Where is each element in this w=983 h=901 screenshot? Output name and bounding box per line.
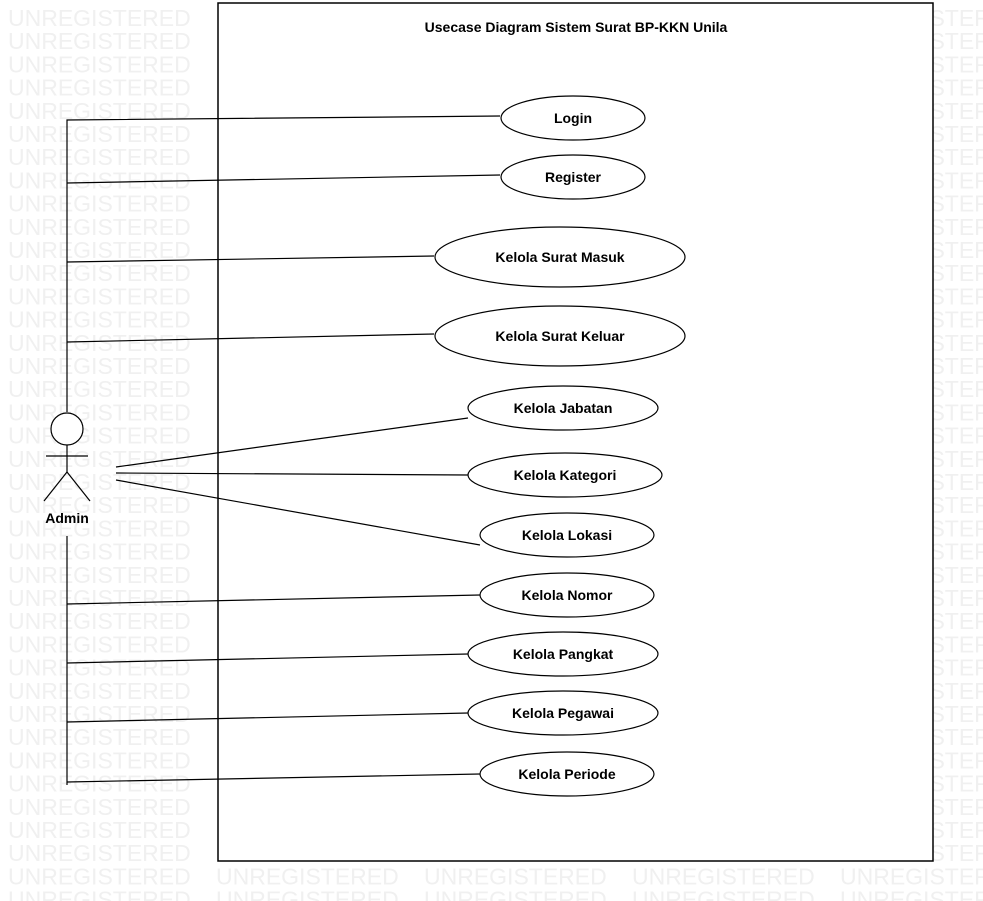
association-kelola-kategori — [115, 472, 469, 476]
watermark-text: UNREGISTERED — [8, 515, 191, 541]
actor-right-leg — [66, 471, 91, 502]
watermark-text: UNREGISTERED — [8, 237, 191, 263]
watermark-text: UNREGISTERED — [8, 423, 191, 449]
watermark-text: UNREGISTERED — [8, 840, 191, 866]
usecase-label: Kelola Jabatan — [514, 400, 613, 416]
watermark-text: UNREGISTERED — [8, 144, 191, 170]
watermark-text: UNREGISTERED — [8, 446, 191, 472]
watermark-text: UNREGISTERED — [8, 167, 191, 193]
watermark-text: UNREGISTERED — [216, 863, 399, 889]
use-cases: Login Register Kelola Surat Masuk Kelola… — [434, 95, 686, 797]
watermark-text: UNREGISTERED — [8, 863, 191, 889]
usecase-kelola-lokasi: Kelola Lokasi — [479, 512, 655, 558]
usecase-kelola-surat-masuk: Kelola Surat Masuk — [434, 226, 686, 288]
watermark-text: UNREGISTERED — [8, 5, 191, 31]
watermark-text: UNREGISTERED — [840, 863, 983, 889]
association-kelola-nomor — [66, 594, 481, 605]
usecase-kelola-pegawai: Kelola Pegawai — [467, 690, 659, 736]
usecase-label: Kelola Pangkat — [513, 646, 614, 662]
watermark-text: UNREGISTERED — [8, 562, 191, 588]
watermark-text: UNREGISTERED — [8, 724, 191, 750]
watermark-text: UNREGISTERED — [8, 353, 191, 379]
association-register — [66, 174, 501, 184]
watermark-text: UNREGISTERED — [8, 631, 191, 657]
watermark-text: UNREGISTERED — [8, 191, 191, 217]
usecase-label: Kelola Nomor — [521, 587, 613, 603]
watermark-text: UNREGISTERED — [216, 887, 399, 901]
usecase-label: Kelola Kategori — [514, 467, 617, 483]
watermark-text: UNREGISTERED — [8, 678, 191, 704]
usecase-label: Register — [545, 169, 602, 185]
usecase-kelola-nomor: Kelola Nomor — [479, 572, 655, 618]
watermark-text: UNREGISTERED — [8, 376, 191, 402]
watermark-text: UNREGISTERED — [8, 747, 191, 773]
usecase-register: Register — [500, 154, 646, 200]
watermark-text: UNREGISTERED — [8, 121, 191, 147]
watermark-text: UNREGISTERED — [8, 794, 191, 820]
watermark-text: UNREGISTERED — [8, 887, 191, 901]
actor-left-leg — [43, 471, 68, 502]
usecase-label: Kelola Periode — [518, 766, 615, 782]
association-kelola-pangkat — [66, 653, 469, 664]
association-login — [66, 115, 501, 412]
watermark-text: UNREGISTERED — [8, 283, 191, 309]
watermark-text: UNREGISTERED — [8, 399, 191, 425]
watermark-text: UNREGISTERED — [8, 214, 191, 240]
usecase-label: Kelola Lokasi — [522, 527, 612, 543]
usecase-label: Kelola Pegawai — [512, 705, 614, 721]
association-kelola-pegawai — [66, 712, 469, 723]
watermark-text: UNREGISTERED — [632, 887, 815, 901]
association-kelola-surat-masuk — [66, 255, 435, 263]
usecase-label: Kelola Surat Keluar — [495, 328, 625, 344]
watermark-text: UNREGISTERED — [8, 771, 191, 797]
usecase-kelola-surat-keluar: Kelola Surat Keluar — [434, 305, 686, 367]
actor-head-icon — [50, 412, 84, 446]
usecase-kelola-periode: Kelola Periode — [479, 751, 655, 797]
watermark-text: UNREGISTERED — [8, 330, 191, 356]
watermark-text: UNREGISTERED — [8, 492, 191, 518]
watermark-text: UNREGISTERED — [8, 817, 191, 843]
system-title: Usecase Diagram Sistem Surat BP-KKN Unil… — [425, 19, 728, 35]
association-kelola-jabatan — [115, 417, 469, 468]
usecase-label: Kelola Surat Masuk — [495, 249, 624, 265]
watermark-text: UNREGISTERED — [8, 608, 191, 634]
usecase-kelola-kategori: Kelola Kategori — [467, 452, 663, 498]
actor-label: Admin — [45, 510, 89, 526]
watermark-text: UNREGISTERED — [840, 887, 983, 901]
actor-admin: Admin — [43, 412, 91, 526]
association-kelola-surat-keluar — [66, 333, 435, 343]
associations — [66, 115, 501, 785]
watermark-text: UNREGISTERED — [8, 260, 191, 286]
watermark-text: UNREGISTERED — [8, 51, 191, 77]
watermark-text: UNREGISTERED — [8, 585, 191, 611]
watermark-text: UNREGISTERED — [8, 701, 191, 727]
usecase-label: Login — [554, 110, 592, 126]
watermark-text: UNREGISTERED — [8, 307, 191, 333]
usecase-kelola-jabatan: Kelola Jabatan — [467, 385, 659, 431]
association-kelola-lokasi — [115, 479, 481, 546]
watermark-text: UNREGISTERED — [424, 887, 607, 901]
usecase-kelola-pangkat: Kelola Pangkat — [467, 631, 659, 677]
watermark-text: UNREGISTERED — [8, 655, 191, 681]
watermark-text: UNREGISTERED — [8, 539, 191, 565]
watermark-text: UNREGISTERED — [8, 75, 191, 101]
watermark-text: UNREGISTERED — [8, 28, 191, 54]
association-kelola-periode — [66, 773, 481, 783]
watermark-text: UNREGISTERED — [632, 863, 815, 889]
usecase-login: Login — [500, 95, 646, 141]
watermark-text: UNREGISTERED — [424, 863, 607, 889]
